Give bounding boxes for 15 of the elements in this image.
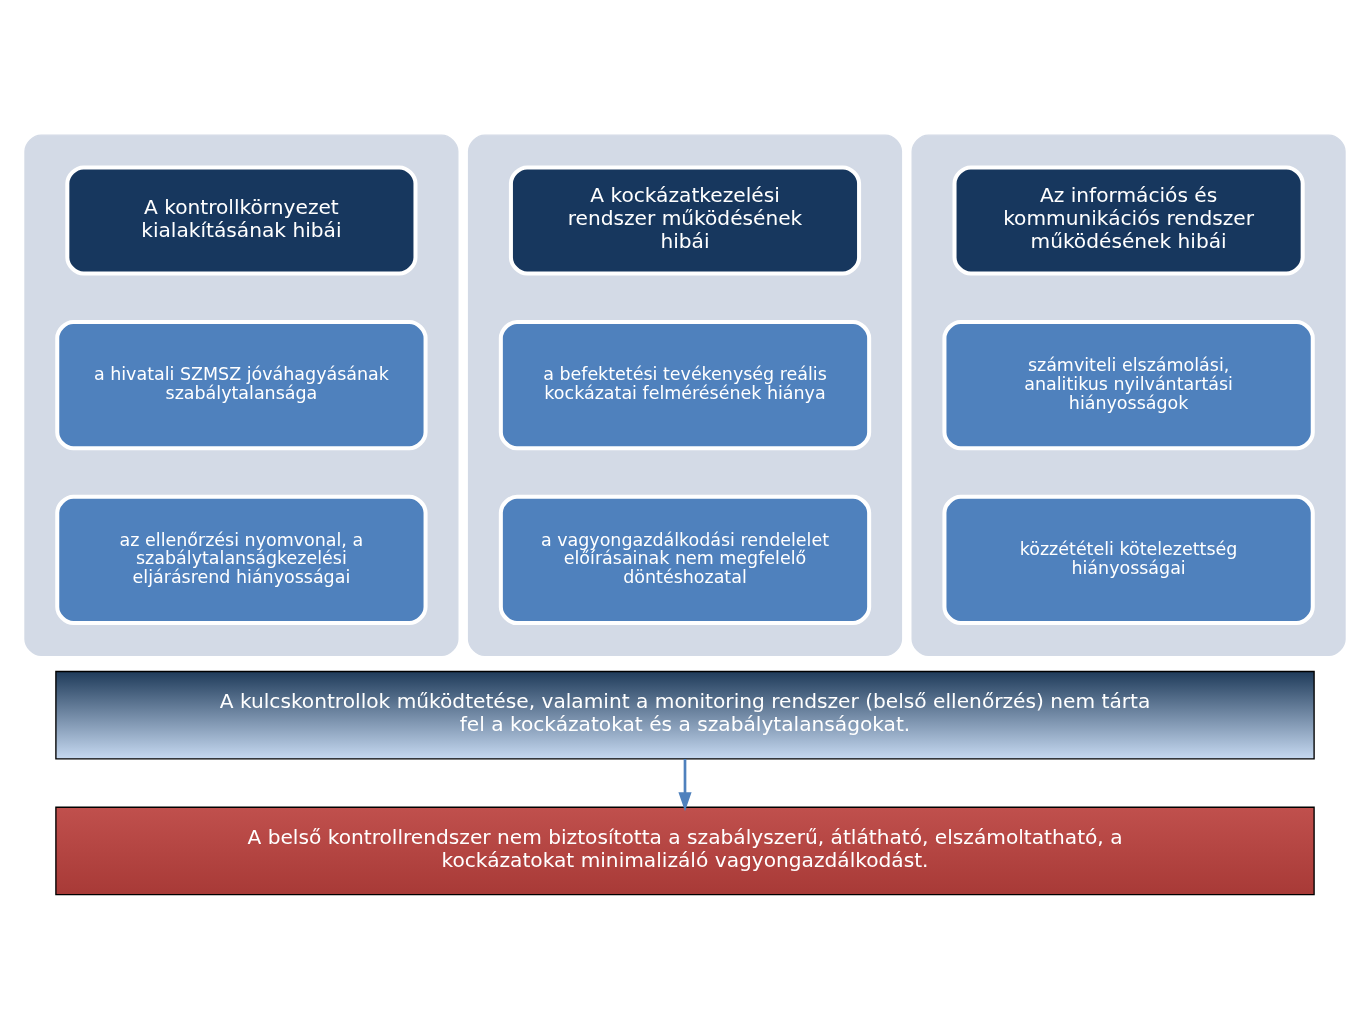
cluster [911, 134, 1346, 656]
cluster [24, 134, 459, 656]
arrow [678, 759, 692, 812]
node-box: az ellenőrzési nyomvonal, a szabálytalanságkezelési eljárásrend hiányosságai [55, 494, 428, 626]
node-box: A belső kontrollrendszer nem biztosította a szabályszerű, átlátható, elszámoltatható, a kockázatokat minimalizáló vagyongazdálkodást. [55, 806, 1315, 896]
node-box: Az információs és kommunikációs rendszer működésének hibái [952, 165, 1305, 276]
node-box: A kulcskontrollok működtetése, valamint a monitoring rendszer (belső ellenőrzés) nem tárta fel a kockázatokat és a szabálytalanságokat. [55, 670, 1315, 760]
node-box: a hivatali SZMSZ jóváhagyásának szabálytalansága [55, 319, 428, 451]
cluster [467, 134, 903, 656]
node-box: A kontrollkörnyezet kialakításának hibái [65, 165, 418, 276]
node-box: A kockázatkezelési rendszer működésének hibái [508, 165, 862, 276]
node-box: a befektetési tevékenység reális kockázatai felmérésének hiánya [498, 319, 872, 451]
node-box: közzétételi kötelezettség hiányosságai [942, 494, 1315, 626]
node-box: számviteli elszámolási, analitikus nyilvántartási hiányosságok [942, 319, 1315, 451]
node-box: a vagyongazdálkodási rendelelet előírásainak nem megfelelő döntéshozatal [498, 494, 872, 626]
